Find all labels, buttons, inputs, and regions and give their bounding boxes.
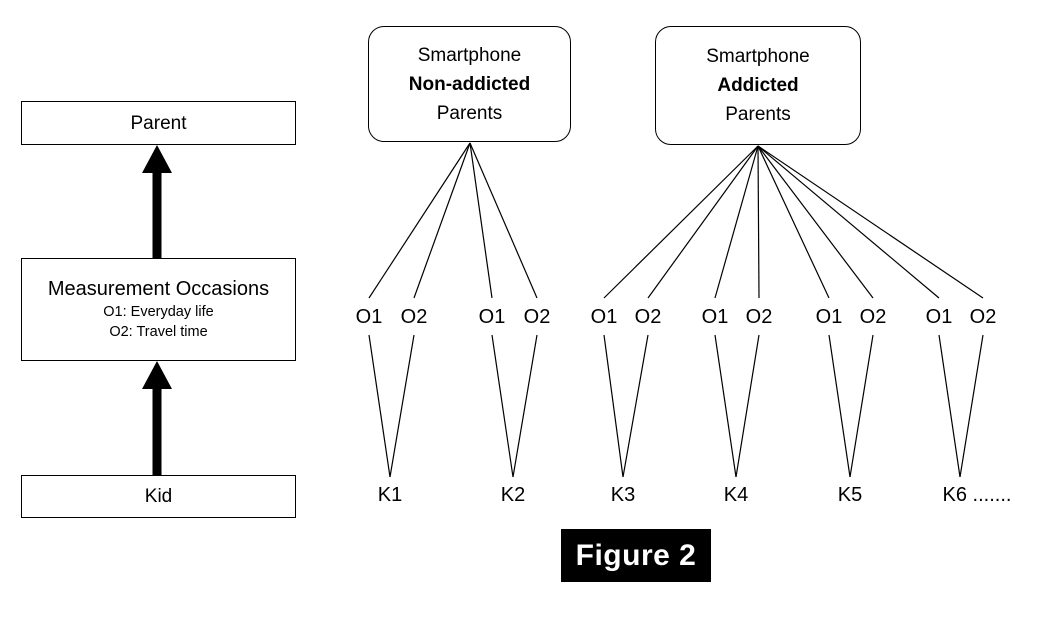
occasion-label: O2 xyxy=(745,306,773,328)
link-o1d-k4 xyxy=(714,334,737,478)
link-nonaddicted-o1b xyxy=(469,142,493,299)
legend-box-measurement-occasions: Measurement Occasions O1: Everyday life … xyxy=(21,258,296,361)
link-addicted-o1b xyxy=(714,145,759,299)
legend-parent-title: Parent xyxy=(130,112,187,134)
link-o2d-k4 xyxy=(735,334,760,478)
occasion-label: O2 xyxy=(969,306,997,328)
kid-label: K4 xyxy=(723,484,749,506)
kid-label: K5 xyxy=(837,484,863,506)
group-right-line2: Addicted xyxy=(717,75,799,96)
legend-measurement-title: Measurement Occasions xyxy=(47,278,270,300)
occasion-label: O1 xyxy=(355,306,383,328)
kid-label: K6 ....... xyxy=(942,484,1012,506)
link-o2b-k2 xyxy=(512,334,538,478)
link-addicted-o1a xyxy=(603,145,759,299)
link-addicted-o1c xyxy=(757,145,830,299)
occasion-label: O1 xyxy=(590,306,618,328)
arrow-kid-to-measurement xyxy=(142,361,172,475)
link-o1b-k2 xyxy=(491,334,514,478)
occasion-label: O1 xyxy=(815,306,843,328)
link-addicted-o2c xyxy=(757,145,874,299)
group-box-smartphone-non-addicted-parents: Smartphone Non-addicted Parents xyxy=(368,26,571,142)
link-nonaddicted-o1a xyxy=(368,142,471,299)
group-left-line2: Non-addicted xyxy=(408,73,531,95)
link-o2c-k3 xyxy=(622,334,649,478)
occasion-to-kid-lines xyxy=(368,334,984,478)
legend-box-parent: Parent xyxy=(21,101,296,145)
link-addicted-o1d xyxy=(757,145,940,299)
link-o1e-k5 xyxy=(828,334,851,478)
link-addicted-o2a xyxy=(647,145,759,299)
legend-box-kid: Kid xyxy=(21,475,296,518)
occasion-label: O2 xyxy=(400,306,428,328)
kid-label: K3 xyxy=(610,484,636,506)
arrow-measurement-to-parent xyxy=(142,145,172,258)
group-left-line3: Parents xyxy=(436,102,503,124)
occasion-label: O2 xyxy=(523,306,551,328)
link-o1a-k1 xyxy=(368,334,391,478)
link-addicted-o2d xyxy=(757,145,984,299)
link-o1c-k3 xyxy=(603,334,624,478)
figure-caption: Figure 2 xyxy=(561,529,711,582)
link-nonaddicted-o2a xyxy=(413,142,471,299)
occasion-label: O2 xyxy=(859,306,887,328)
kid-label: K1 xyxy=(377,484,403,506)
occasion-label: O1 xyxy=(701,306,729,328)
legend-measurement-o1: O1: Everyday life xyxy=(103,304,214,320)
link-o2f-k6 xyxy=(959,334,984,478)
group-right-line3: Parents xyxy=(725,104,791,125)
link-nonaddicted-o2b xyxy=(469,142,538,299)
link-addicted-o2b xyxy=(757,145,760,299)
kid-label: K2 xyxy=(500,484,526,506)
link-o1f-k6 xyxy=(938,334,961,478)
group-right-line1: Smartphone xyxy=(706,46,810,67)
occasion-label: O1 xyxy=(925,306,953,328)
group-to-occasion-lines xyxy=(368,142,984,299)
occasion-label: O2 xyxy=(634,306,662,328)
occasion-label: O1 xyxy=(478,306,506,328)
group-left-line1: Smartphone xyxy=(417,44,522,66)
group-box-smartphone-addicted-parents: Smartphone Addicted Parents xyxy=(655,26,861,145)
legend-kid-title: Kid xyxy=(144,486,173,507)
legend-measurement-o2: O2: Travel time xyxy=(109,324,208,340)
link-o2e-k5 xyxy=(849,334,874,478)
link-o2a-k1 xyxy=(389,334,415,478)
